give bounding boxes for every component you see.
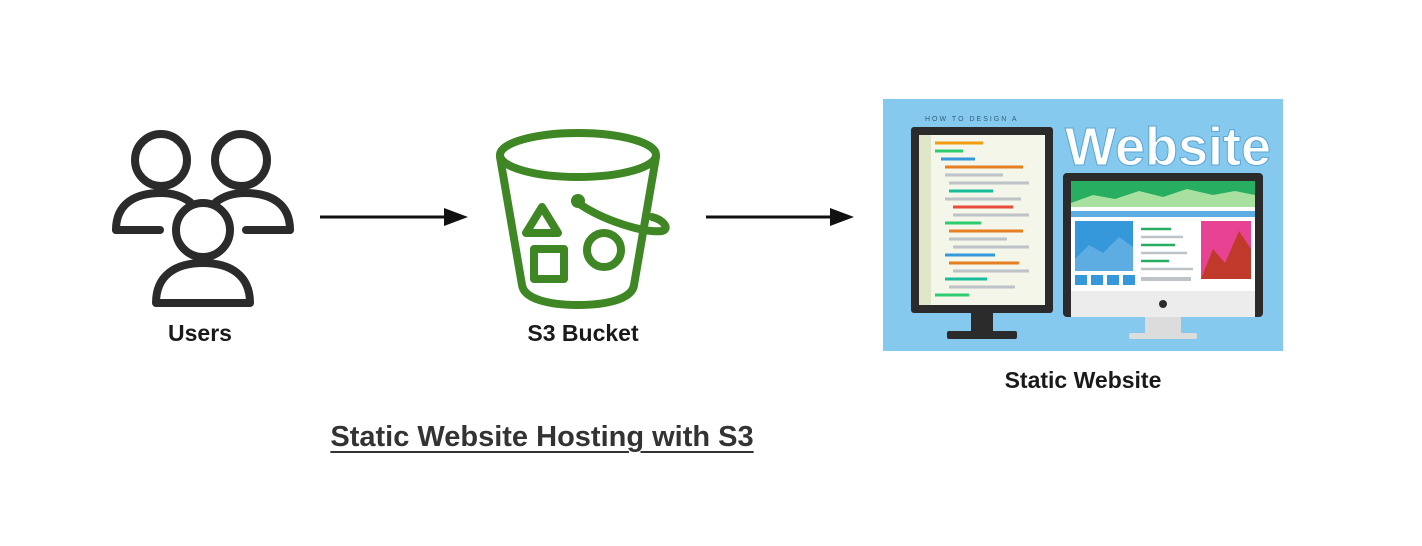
diagram-caption: Static Website Hosting with S3 [330,421,754,453]
s3-bucket-label: S3 Bucket [527,320,639,346]
s3-bucket-icon [496,129,670,309]
code-monitor [911,127,1053,339]
arrow-bucket-to-website [706,208,854,226]
illustration-small-text: HOW TO DESIGN A [925,116,1019,123]
users-group-icon [112,130,294,307]
preview-monitor [1063,173,1263,339]
website-illustration: HOW TO DESIGN A Website [883,99,1283,351]
illustration-heading: Website [1065,117,1271,177]
arrow-users-to-bucket [320,208,468,226]
static-website-label: Static Website [1004,367,1162,393]
users-label: Users [168,320,232,346]
